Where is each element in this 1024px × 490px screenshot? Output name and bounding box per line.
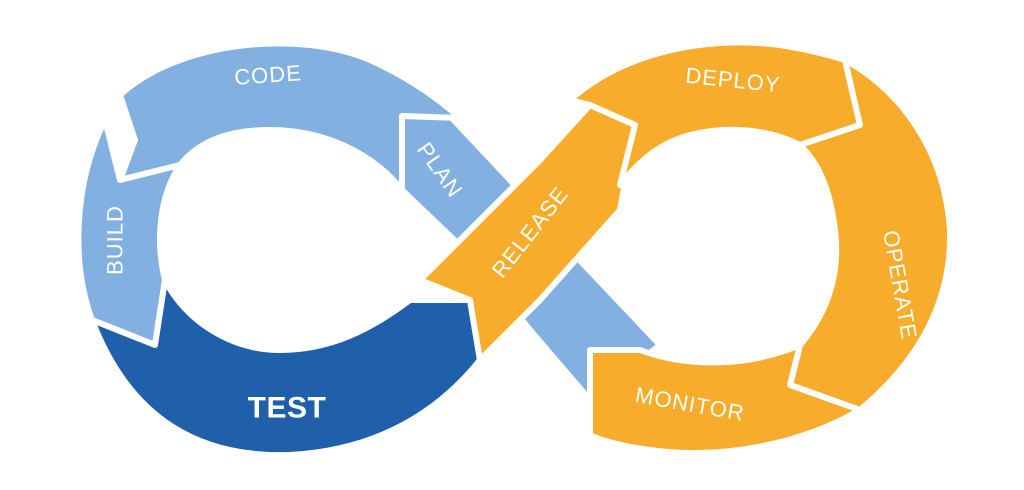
stage-label-build: BUILD (103, 205, 128, 275)
stage-operate-segment (787, 57, 954, 413)
stage-monitor-segment (587, 342, 863, 457)
stage-release-segment (417, 102, 638, 363)
stage-test-segment (89, 277, 483, 459)
stage-label-test: TEST (248, 392, 327, 425)
stage-label-code: CODE (233, 60, 302, 90)
stage-code-segment (117, 40, 463, 193)
